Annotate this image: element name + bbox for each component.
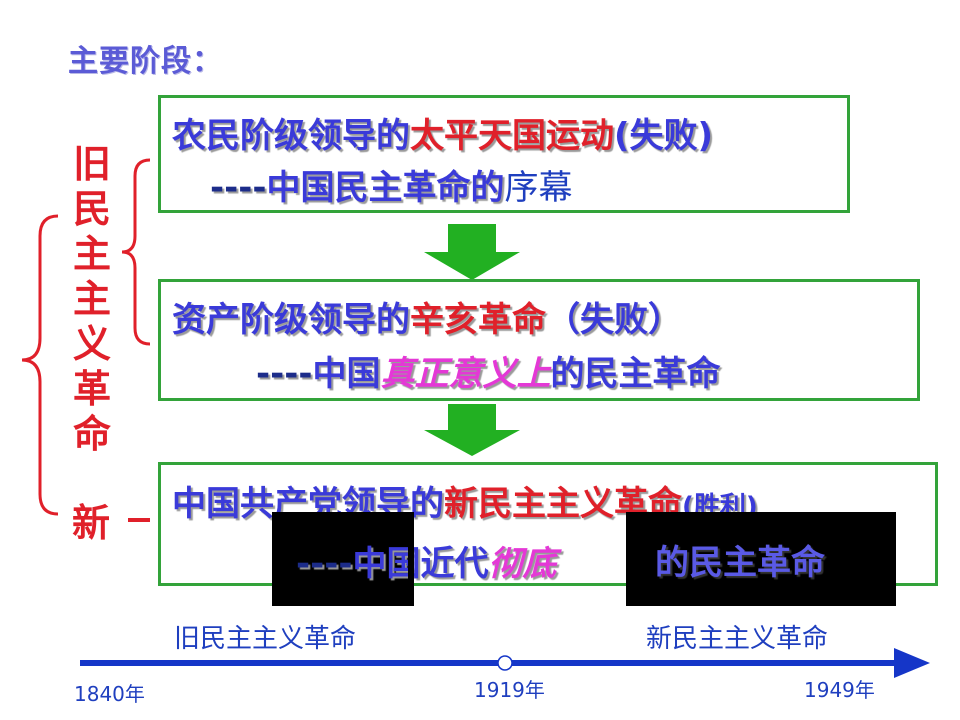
stage-2-dash: ----	[256, 354, 313, 394]
stage-2-leader: 资产阶级领导的	[172, 300, 410, 340]
new-democratic-revolution-label: 新	[72, 501, 111, 545]
stage-2-event: 辛亥革命	[410, 300, 546, 340]
outer-brace	[21, 214, 59, 516]
year-1949: 1949年	[804, 678, 875, 702]
stage-3-highlight: 彻底	[488, 544, 557, 584]
down-arrow-1	[424, 224, 520, 280]
timeline-arrowhead	[894, 648, 930, 678]
stage-3-main-visible: 中国近代	[352, 544, 408, 584]
stage-2-highlight: 真正意义上	[380, 354, 551, 394]
black-block-right	[626, 512, 896, 606]
stage-3-dash-over-block: ----中国近代	[296, 536, 408, 585]
black-block-left	[272, 512, 414, 606]
stage-3-dash-visible: ----	[296, 544, 353, 584]
stage-2-significance-main: 中国	[312, 354, 381, 394]
down-arrow-2	[424, 404, 520, 456]
inner-brace	[121, 158, 151, 346]
year-1840: 1840年	[74, 682, 145, 706]
stage-1-event: 太平天国运动	[410, 116, 614, 156]
stage-1-result: (失败)	[614, 116, 714, 156]
stage-1-heading: 农民阶级领导的太平天国运动(失败)	[172, 108, 713, 157]
stage-1-leader: 农民阶级领导的	[172, 116, 410, 156]
timeline-marker-1919	[497, 655, 513, 671]
stage-2-significance: ----中国真正意义上的民主革命	[256, 346, 720, 395]
timeline-label-new: 新民主主义革命	[646, 624, 829, 654]
stage-2-significance-end: 的民主革命	[550, 354, 721, 394]
year-1919: 1919年	[474, 678, 545, 702]
slide-title: 主要阶段：	[68, 44, 223, 79]
stage-box-xinhai	[158, 279, 920, 401]
stage-1-dash: ----	[210, 168, 267, 208]
stage-3-significance-end: 的民主革命	[655, 543, 825, 583]
stage-1-significance-main: 中国民主革命的	[266, 168, 505, 208]
stage-box-taiping	[158, 95, 850, 213]
timeline-label-old: 旧民主主义革命	[174, 624, 357, 654]
stage-2-heading: 资产阶级领导的辛亥革命（失败）	[172, 292, 682, 341]
stage-1-significance: ----中国民主革命的序幕	[210, 160, 572, 209]
stage-1-significance-plain: 序幕	[504, 168, 573, 208]
old-democratic-revolution-label: 旧民主主义革命	[72, 142, 111, 456]
stage-2-result: （失败）	[546, 300, 682, 340]
